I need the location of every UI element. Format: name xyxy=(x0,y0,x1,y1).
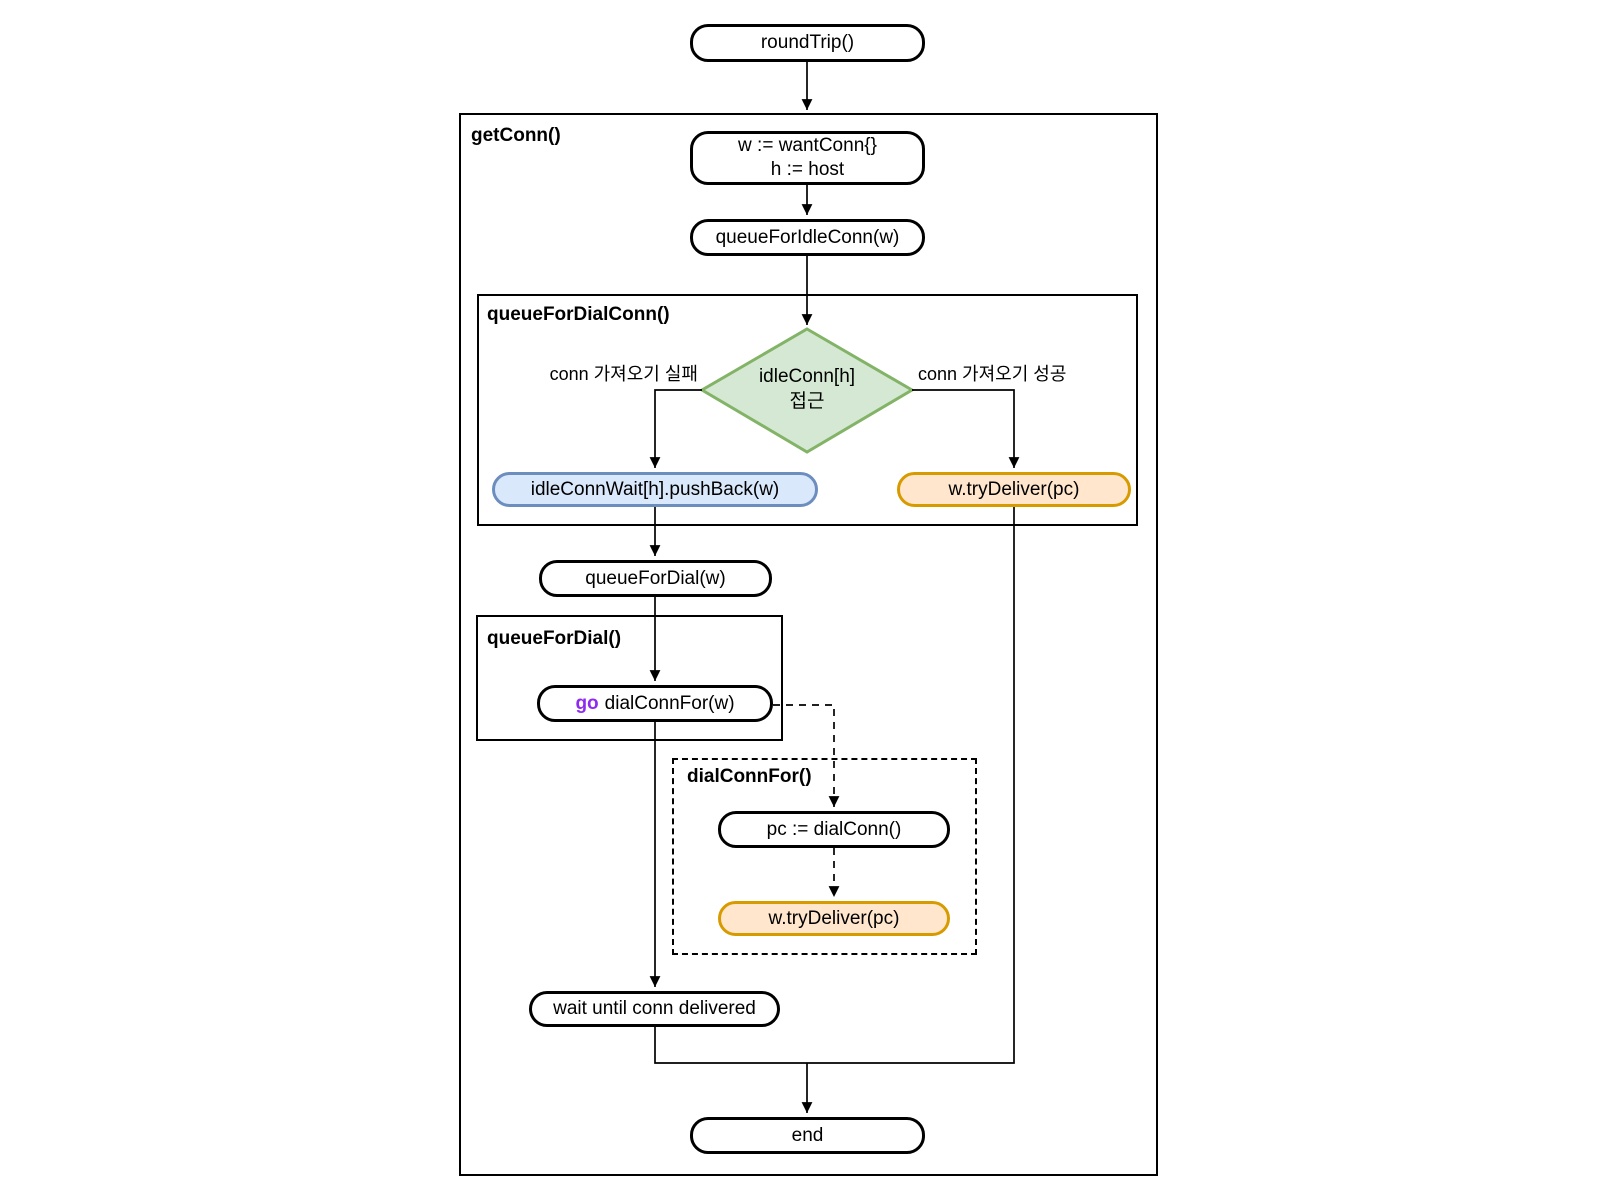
node-end-label: end xyxy=(791,1124,824,1146)
node-pc-dialconn: pc := dialConn() xyxy=(718,811,950,848)
node-end: end xyxy=(690,1117,925,1154)
node-init-wantconn-line1: w := wantConn{} xyxy=(738,135,877,157)
node-trydeliver-success-label: w.tryDeliver(pc) xyxy=(948,478,1080,500)
node-queueforidleconn-label: queueForIdleConn(w) xyxy=(715,226,900,248)
edge-label-conn-fetch-fail: conn 가져오기 실패 xyxy=(549,364,698,384)
edge-decision-fail-to-idleconnwait xyxy=(649,389,702,468)
node-queuefordial-call-label: queueForDial(w) xyxy=(585,567,726,589)
container-dialconnfor xyxy=(672,758,977,955)
container-label-queuefordialconn: queueForDialConn() xyxy=(487,304,670,325)
node-go-dialconnfor-label: dialConnFor(w) xyxy=(604,692,735,714)
node-queueforidleconn: queueForIdleConn(w) xyxy=(690,219,925,256)
container-label-getconn: getConn() xyxy=(471,125,561,146)
decision-line2: 접근 xyxy=(789,391,825,412)
node-idleconnwait-pushback-label: idleConnWait[h].pushBack(w) xyxy=(530,478,780,500)
node-roundtrip-label: roundTrip() xyxy=(760,32,855,54)
node-roundtrip: roundTrip() xyxy=(690,24,925,62)
node-queuefordial-call: queueForDial(w) xyxy=(539,560,772,597)
node-trydeliver-dial-label: w.tryDeliver(pc) xyxy=(768,907,900,929)
node-trydeliver-dial: w.tryDeliver(pc) xyxy=(718,901,950,936)
edge-decision-success-to-trydeliver xyxy=(912,389,1020,468)
node-wait-until-delivered-label: wait until conn delivered xyxy=(553,998,756,1020)
node-trydeliver-success: w.tryDeliver(pc) xyxy=(897,472,1131,507)
edge-go-to-dialconn-dashed xyxy=(773,704,840,807)
edge-label-conn-fetch-success: conn 가져오기 성공 xyxy=(918,364,1067,384)
decision-diamond xyxy=(699,327,915,454)
node-idleconnwait-pushback: idleConnWait[h].pushBack(w) xyxy=(492,472,818,507)
node-init-wantconn-line2: h := host xyxy=(770,159,845,180)
container-queuefordial xyxy=(476,615,783,741)
decision-line1: idleConn[h] xyxy=(758,366,856,388)
decision-diamond-text: idleConn[h] 접근 xyxy=(702,340,912,440)
node-wait-until-delivered: wait until conn delivered xyxy=(529,991,780,1027)
container-getconn xyxy=(459,113,1158,1176)
container-label-queuefordial: queueForDial() xyxy=(487,628,622,649)
node-go-dialconnfor: go dialConnFor(w) xyxy=(537,685,773,722)
go-keyword: go xyxy=(575,692,599,714)
node-pc-dialconn-label: pc := dialConn() xyxy=(766,818,902,840)
container-label-dialconnfor: dialConnFor() xyxy=(687,766,812,787)
node-init-wantconn: w := wantConn{} h := host xyxy=(690,131,925,185)
edge-merge-line xyxy=(654,507,1015,1064)
